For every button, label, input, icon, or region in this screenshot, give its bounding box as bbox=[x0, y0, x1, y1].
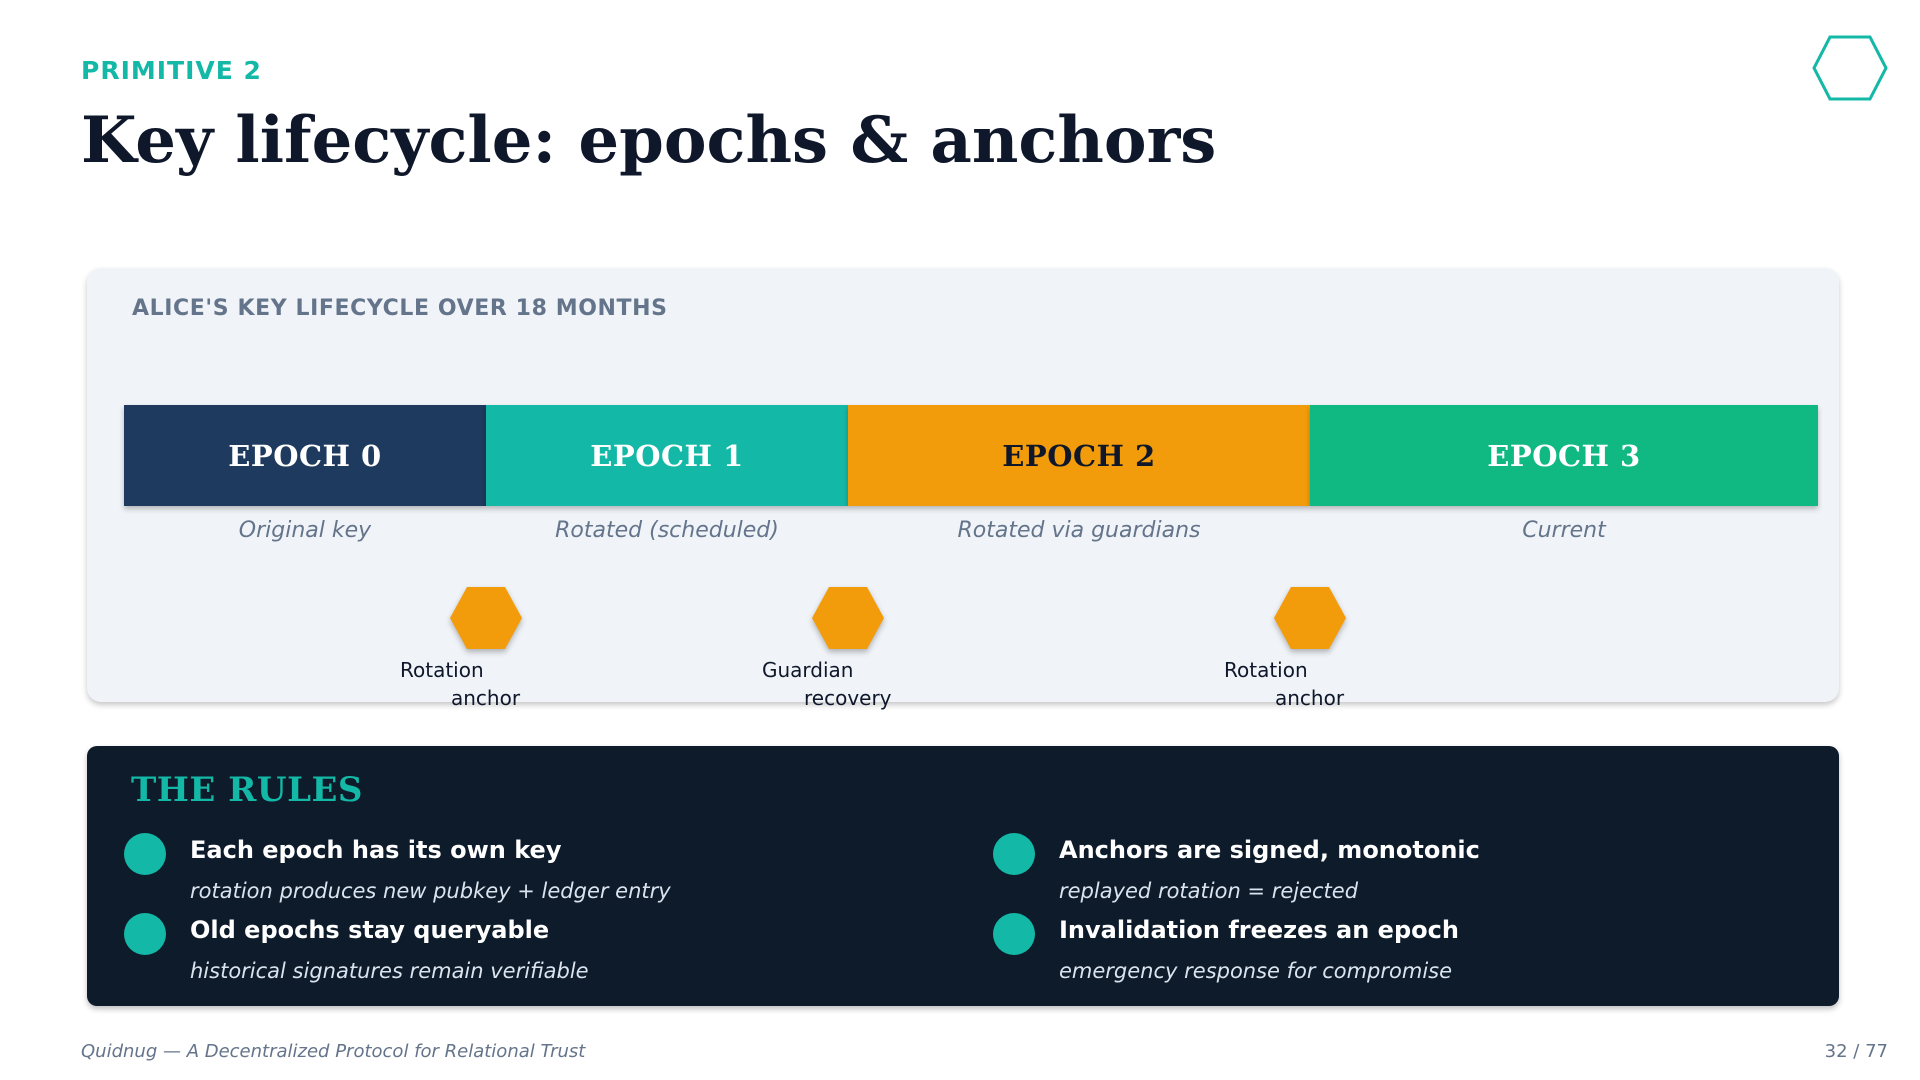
epoch-2-label: EPOCH 2 bbox=[1002, 438, 1156, 473]
rule-bullet-icon bbox=[124, 833, 166, 875]
rule-3-heading: Invalidation freezes an epoch bbox=[1059, 916, 1459, 944]
anchor-2-label-line1: Rotation bbox=[1224, 658, 1308, 682]
anchor-2-label-line2: anchor bbox=[1275, 686, 1345, 710]
page-number: 32 / 77 bbox=[1824, 1041, 1888, 1062]
epoch-3-subtitle: Current bbox=[1522, 518, 1606, 543]
rule-bullet-icon bbox=[124, 913, 166, 955]
lifecycle-panel-label: ALICE'S KEY LIFECYCLE OVER 18 MONTHS bbox=[132, 296, 668, 321]
rule-2-description: historical signatures remain verifiable bbox=[190, 959, 589, 983]
epoch-3-label: EPOCH 3 bbox=[1487, 438, 1641, 473]
section-eyebrow: PRIMITIVE 2 bbox=[81, 56, 262, 85]
epoch-0-segment: EPOCH 0 bbox=[124, 405, 486, 506]
epoch-1-subtitle: Rotated (scheduled) bbox=[555, 518, 779, 543]
hexagon-outline-icon bbox=[1812, 35, 1888, 101]
anchor-1-label-line1: Guardian bbox=[762, 658, 854, 682]
epoch-3-segment: EPOCH 3 bbox=[1310, 405, 1818, 506]
epoch-0-subtitle: Original key bbox=[238, 518, 372, 543]
epoch-1-label: EPOCH 1 bbox=[590, 438, 744, 473]
hexagon-anchor-icon bbox=[450, 587, 522, 649]
slide-title: Key lifecycle: epochs & anchors bbox=[81, 103, 1217, 178]
epoch-2-subtitle: Rotated via guardians bbox=[957, 518, 1201, 543]
rule-0-heading: Each epoch has its own key bbox=[190, 836, 562, 864]
rule-3-description: emergency response for compromise bbox=[1059, 959, 1453, 983]
hexagon-anchor-icon bbox=[1274, 587, 1346, 649]
epoch-1-segment: EPOCH 1 bbox=[486, 405, 848, 506]
anchor-1-label-line2: recovery bbox=[804, 686, 892, 710]
rule-0-description: rotation produces new pubkey + ledger en… bbox=[190, 879, 671, 903]
rules-title: THE RULES bbox=[131, 770, 363, 810]
rule-1-heading: Anchors are signed, monotonic bbox=[1059, 836, 1480, 864]
epoch-0-label: EPOCH 0 bbox=[228, 438, 382, 473]
rules-panel bbox=[87, 746, 1839, 1006]
anchor-0-label-line2: anchor bbox=[451, 686, 521, 710]
footer-deck-title: Quidnug — A Decentralized Protocol for R… bbox=[81, 1041, 586, 1062]
rule-bullet-icon bbox=[993, 833, 1035, 875]
epoch-2-segment: EPOCH 2 bbox=[848, 405, 1310, 506]
rule-2-heading: Old epochs stay queryable bbox=[190, 916, 550, 944]
anchor-0-label-line1: Rotation bbox=[400, 658, 484, 682]
rule-1-description: replayed rotation = rejected bbox=[1059, 879, 1359, 903]
hexagon-anchor-icon bbox=[812, 587, 884, 649]
rule-bullet-icon bbox=[993, 913, 1035, 955]
